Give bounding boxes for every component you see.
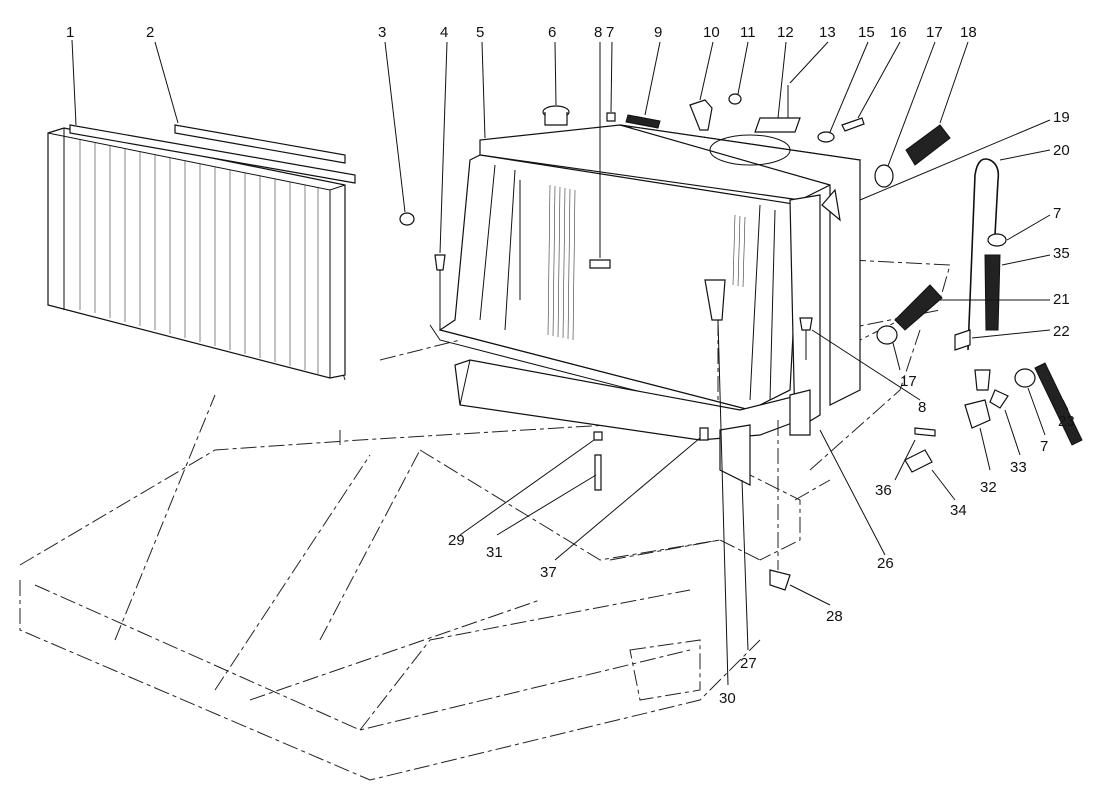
callout-8: 8 bbox=[594, 24, 602, 41]
fitting-33a bbox=[974, 369, 991, 391]
nut-3 bbox=[399, 212, 415, 226]
callout-35: 35 bbox=[1053, 245, 1070, 262]
callout-23: 23 bbox=[1058, 413, 1075, 430]
bolt-8 bbox=[589, 259, 611, 269]
callout-27: 27 bbox=[740, 655, 757, 672]
nut-37 bbox=[699, 427, 709, 441]
callout-33: 33 bbox=[1010, 459, 1027, 476]
callout-9: 9 bbox=[654, 24, 662, 41]
radiator-screen bbox=[47, 124, 356, 379]
hose-9 bbox=[625, 114, 661, 129]
bracket-22 bbox=[954, 329, 971, 351]
hose-18 bbox=[905, 124, 951, 166]
callout-2: 2 bbox=[146, 24, 154, 41]
clamp-7b bbox=[987, 233, 1007, 247]
callout-21: 21 bbox=[1053, 291, 1070, 308]
screw-16 bbox=[841, 117, 865, 132]
clip-28 bbox=[769, 569, 791, 591]
callout-10: 10 bbox=[703, 24, 720, 41]
callout-28: 28 bbox=[826, 608, 843, 625]
callout-17b: 17 bbox=[900, 373, 917, 390]
callout-13: 13 bbox=[819, 24, 836, 41]
nut-29 bbox=[593, 431, 603, 441]
support-channel bbox=[454, 359, 811, 486]
callout-7b: 7 bbox=[1053, 205, 1061, 222]
callout-1: 1 bbox=[66, 24, 74, 41]
callout-22: 22 bbox=[1053, 323, 1070, 340]
callout-32: 32 bbox=[980, 479, 997, 496]
callout-12: 12 bbox=[777, 24, 794, 41]
radiator-shroud bbox=[429, 124, 862, 432]
hardware bbox=[399, 85, 1083, 591]
leader-lines bbox=[71, 39, 1069, 686]
callout-4: 4 bbox=[440, 24, 448, 41]
screw-31 bbox=[594, 454, 602, 491]
callout-37: 37 bbox=[540, 564, 557, 581]
callout-6: 6 bbox=[548, 24, 556, 41]
decal-12 bbox=[754, 117, 801, 133]
callout-17: 17 bbox=[926, 24, 943, 41]
callout-16: 16 bbox=[890, 24, 907, 41]
elbow-10 bbox=[689, 99, 713, 131]
callout-19: 19 bbox=[1053, 109, 1070, 126]
fitting-34 bbox=[904, 449, 933, 473]
bolt-8b bbox=[799, 317, 813, 331]
callout-34: 34 bbox=[950, 502, 967, 519]
tube-20 bbox=[967, 158, 1000, 351]
callout-8b: 8 bbox=[918, 399, 926, 416]
callout-5: 5 bbox=[476, 24, 484, 41]
hose-23 bbox=[1034, 362, 1083, 446]
callout-11: 11 bbox=[740, 24, 756, 41]
clamp-7 bbox=[606, 112, 616, 122]
clamp-17b bbox=[876, 325, 898, 345]
callout-labels: 1 2 3 4 5 6 8 7 9 10 11 12 13 15 16 17 1… bbox=[66, 24, 1075, 707]
callout-26: 26 bbox=[877, 555, 894, 572]
callout-3: 3 bbox=[378, 24, 386, 41]
callout-30: 30 bbox=[719, 690, 736, 707]
callout-31: 31 bbox=[486, 544, 503, 561]
clamp-17 bbox=[874, 164, 894, 188]
fitting-33 bbox=[989, 389, 1009, 409]
bolt-4 bbox=[434, 254, 446, 271]
callout-7c: 7 bbox=[1040, 438, 1048, 455]
callout-7: 7 bbox=[606, 24, 614, 41]
fitting-19 bbox=[821, 188, 841, 222]
callout-36: 36 bbox=[875, 482, 892, 499]
block-32 bbox=[964, 399, 991, 429]
nut-11 bbox=[728, 93, 742, 105]
clamp-7c bbox=[1014, 368, 1036, 388]
callout-29: 29 bbox=[448, 532, 465, 549]
callout-18: 18 bbox=[960, 24, 977, 41]
callout-20: 20 bbox=[1053, 142, 1070, 159]
bolt-36 bbox=[914, 427, 936, 437]
hose-21 bbox=[894, 284, 943, 331]
washer-15 bbox=[817, 131, 835, 143]
hose-35 bbox=[984, 254, 1001, 331]
callout-15: 15 bbox=[858, 24, 875, 41]
drain-valve-30 bbox=[704, 279, 726, 321]
